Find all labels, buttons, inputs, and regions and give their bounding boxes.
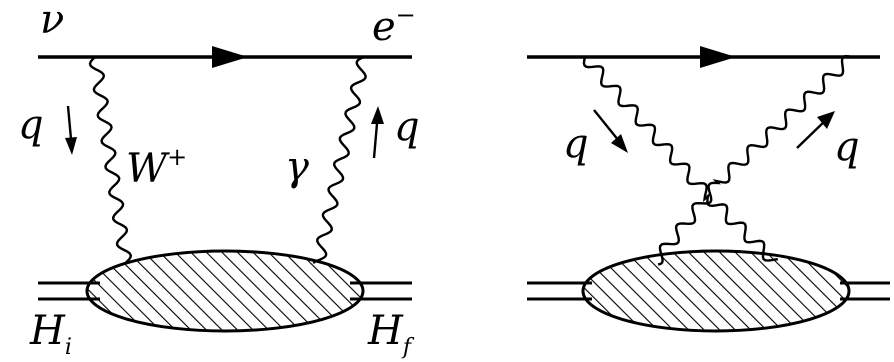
momentum-arrow-down-icon: [65, 105, 77, 155]
momentum-arrow-diagonal-down-icon: [593, 109, 628, 153]
outgoing-electron-label: e−: [372, 1, 416, 50]
fermion-arrow-right: [700, 46, 736, 68]
final-hadron-label: Hf: [367, 308, 415, 360]
diagram-right: q q: [527, 46, 890, 333]
momentum-arrow-diagonal-up-icon: [796, 111, 835, 149]
w-boson-line: [88, 56, 132, 266]
photon-label: γ: [285, 144, 309, 190]
momentum-label-left-q-crossed: q: [563, 121, 589, 167]
momentum-label-left-q: q: [18, 102, 44, 148]
crossed-boson-line-b: [657, 54, 853, 266]
momentum-arrow-up-icon: [371, 106, 384, 159]
momentum-label-right-q: q: [394, 104, 420, 150]
diagram-left: ν e− q W+ γ q Hi Hf: [18, 0, 420, 360]
hadronic-blob-right: [581, 249, 851, 333]
fermion-arrow-left: [212, 46, 248, 68]
momentum-label-right-q-crossed: q: [834, 124, 860, 170]
initial-hadron-label: Hi: [29, 308, 72, 360]
hadronic-blob-left: [85, 249, 365, 333]
incoming-neutrino-label: ν: [40, 0, 64, 43]
crossed-boson-line-a: [582, 56, 778, 262]
photon-line: [312, 55, 367, 264]
w-boson-label: W+: [126, 143, 187, 192]
